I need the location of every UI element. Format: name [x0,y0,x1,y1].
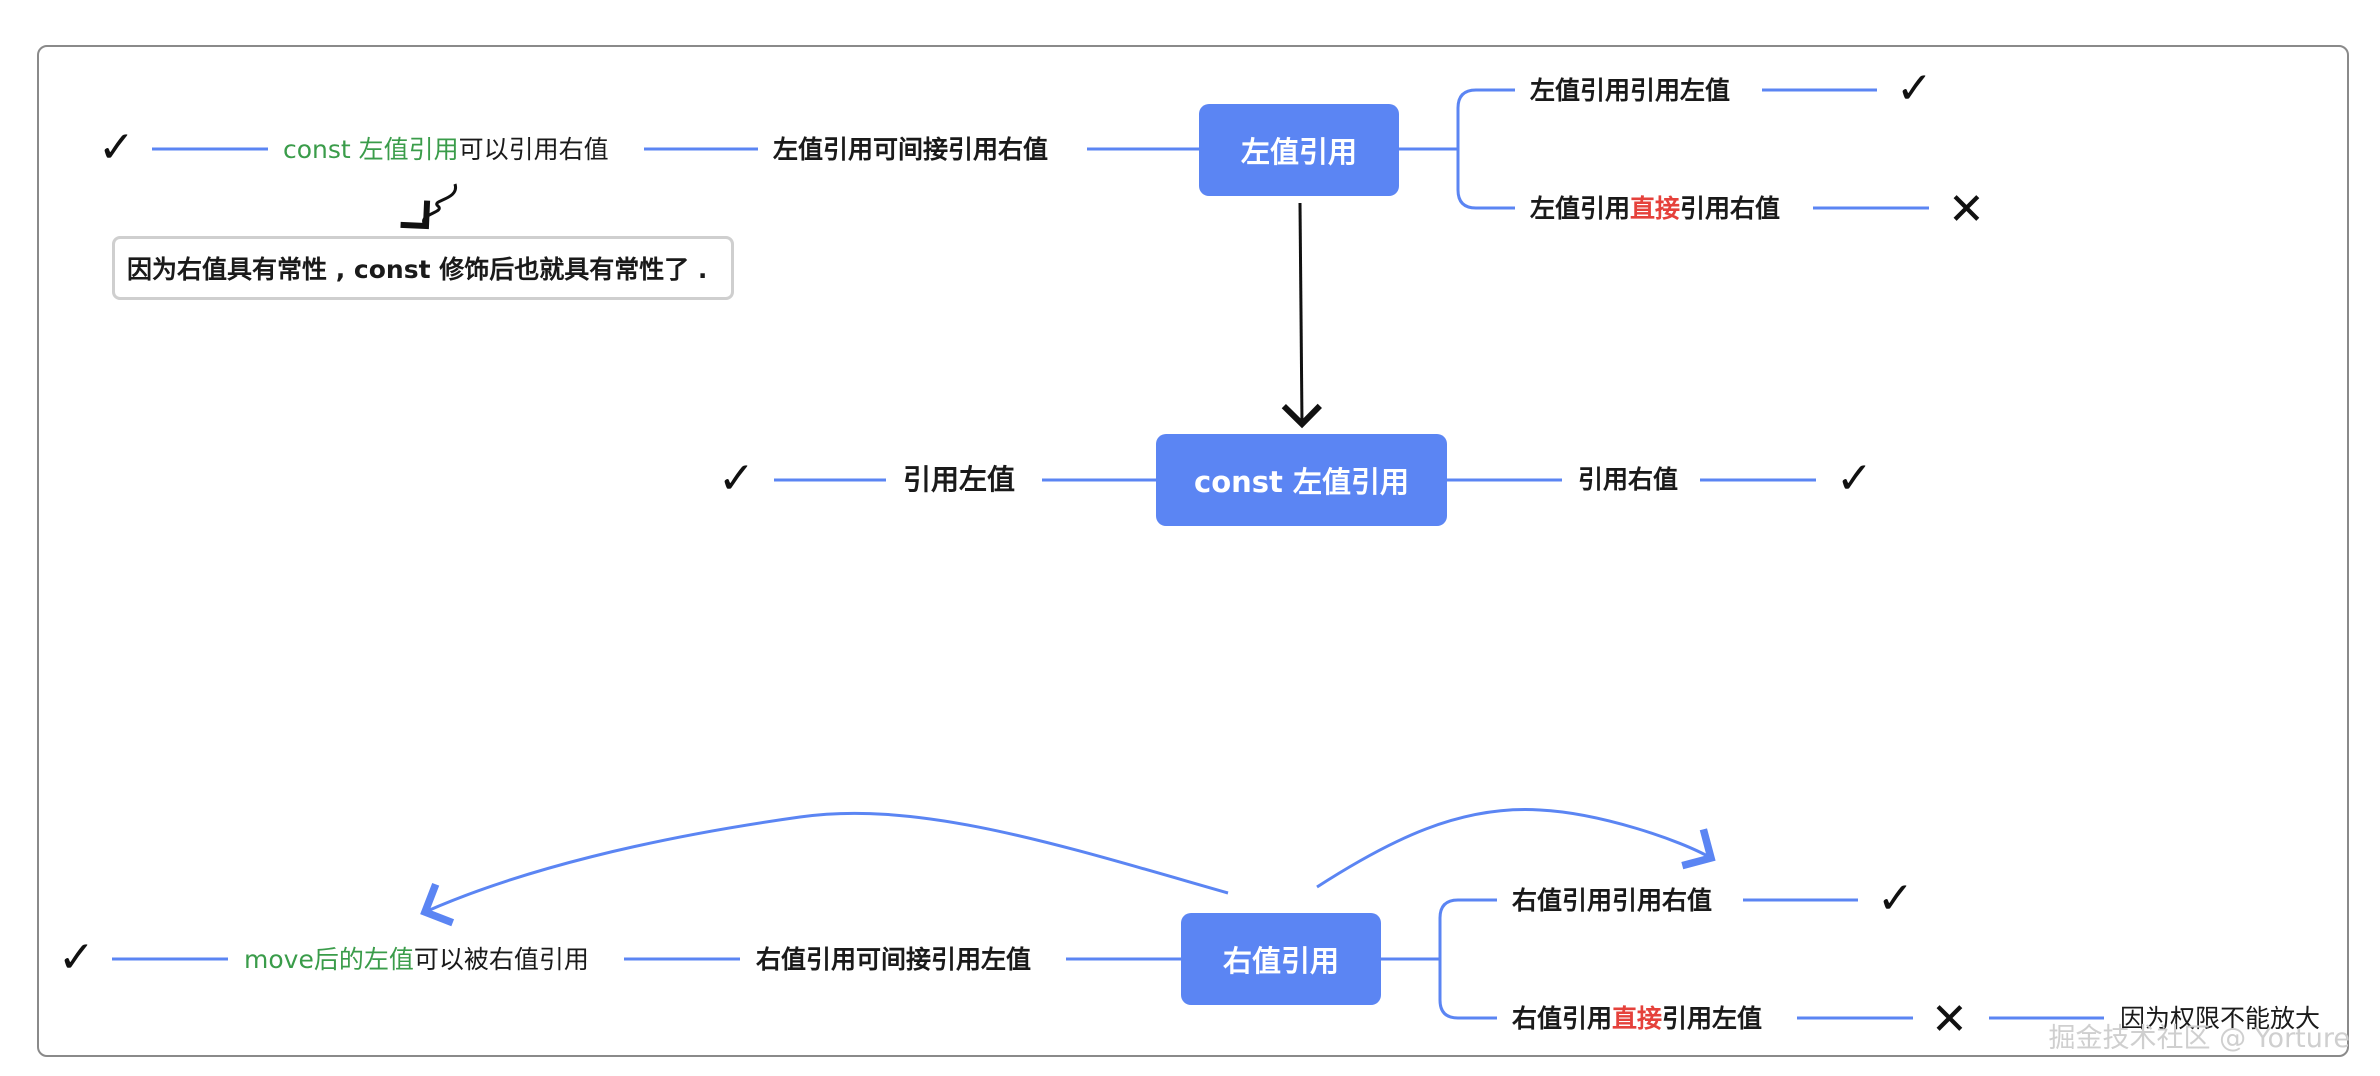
check-mark: ✓ [1877,873,1914,924]
connector [1398,88,1515,210]
label-part: 右值引用 [1512,1004,1613,1033]
const-ref-rest: 可以引用右值 [458,135,609,164]
diagram-frame [37,45,2349,1057]
check-mark: ✓ [98,122,135,173]
watermark: 掘金技术社区 @ Yorture [2048,1023,2350,1054]
check-mark: ✓ [718,453,755,504]
connector [1380,898,1497,1020]
curved-arrow-left [420,811,1229,927]
curved-arrow-right [1316,808,1716,889]
node-lvalue-ref[interactable]: 左值引用 [1199,104,1399,196]
lvalue-ref-lvalue-label: 左值引用引用左值 [1530,76,1731,105]
cross-mark: ✕ [1948,184,1985,235]
permission-reason-label: 因为权限不能放大 [2120,1004,2321,1033]
note-box: 因为右值具有常性 , const 修饰后也就具有常性了 . [112,236,734,300]
rvalue-indirect-label: 右值引用可间接引用左值 [756,945,1032,974]
node-label: const 左值引用 [1194,465,1409,499]
ref-lvalue-label: 引用左值 [903,463,1016,496]
check-mark: ✓ [1836,453,1873,504]
node-label: 右值引用 [1222,944,1339,978]
label-part: 左值引用 [1530,194,1631,223]
ref-rvalue-label: 引用右值 [1578,465,1679,494]
squiggle-arrow [400,183,457,230]
label-red: 直接 [1612,1004,1663,1033]
down-arrow [1281,202,1322,429]
const-ref-green: const 左值引用 [283,135,459,164]
note-text: 因为右值具有常性 , const 修饰后也就具有常性了 . [127,255,708,284]
lvalue-direct-rvalue-label: 左值引用直接引用右值 [1530,196,1780,221]
check-mark: ✓ [58,932,95,983]
move-green: move后的左值 [244,945,414,974]
const-ref-label: const 左值引用可以引用右值 [283,137,609,162]
check-mark: ✓ [1896,63,1933,114]
lvalue-indirect-label: 左值引用可间接引用右值 [773,135,1049,164]
label-part: 引用右值 [1680,194,1781,223]
rvalue-direct-lvalue-label: 右值引用直接引用左值 [1512,1006,1762,1031]
node-label: 左值引用 [1240,135,1357,169]
node-rvalue-ref[interactable]: 右值引用 [1181,913,1381,1005]
rvalue-ref-rvalue-label: 右值引用引用右值 [1512,886,1713,915]
label-part: 引用左值 [1662,1004,1763,1033]
label-red: 直接 [1630,194,1681,223]
move-label: move后的左值可以被右值引用 [244,947,589,972]
node-const-lvalue-ref[interactable]: const 左值引用 [1156,434,1447,526]
move-rest: 可以被右值引用 [413,945,589,974]
cross-mark: ✕ [1931,994,1968,1045]
